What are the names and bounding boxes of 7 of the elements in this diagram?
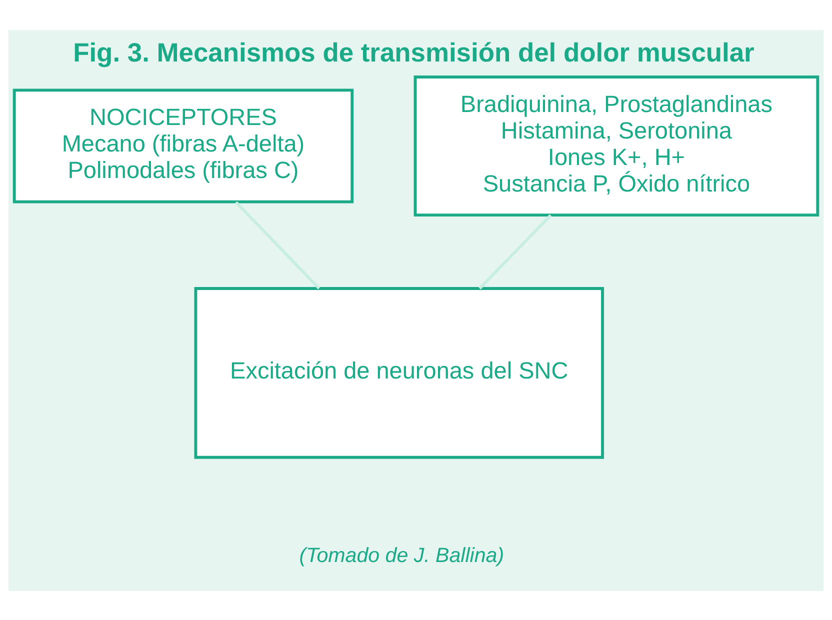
- node-box: Bradiquinina, Prostaglandinas Histamina, Serotonina Iones K+, H+ Sustancia P, Óxido nítrico: [414, 75, 820, 216]
- diagram-title: Fig. 3. Mecanismos de transmisión del dolor muscular: [73, 36, 754, 67]
- node-box: Excitación de neuronas del SNC: [194, 286, 604, 458]
- connector: [234, 200, 320, 289]
- node-box: NOCICEPTORES Mecano (fibras A-delta) Polimodales (fibras C): [12, 88, 354, 203]
- caption: (Tomado de J. Ballina): [299, 543, 504, 566]
- connector: [478, 214, 552, 289]
